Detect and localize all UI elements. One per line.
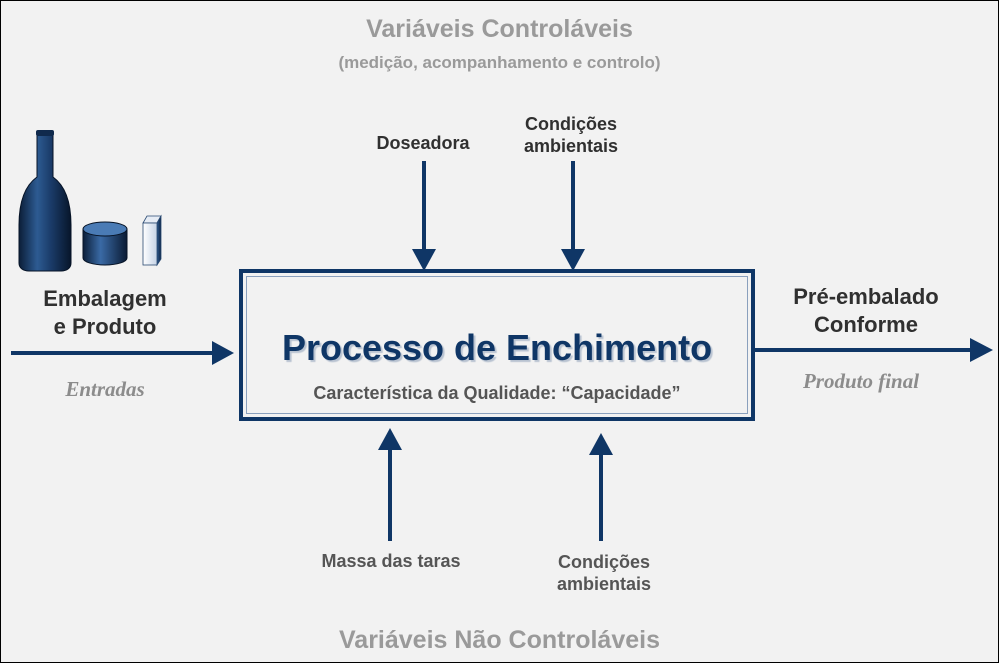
uncontrollable-environment-line2: ambientais <box>556 574 652 594</box>
output-arrow <box>755 338 993 362</box>
controllable-environment-label: Condições ambientais <box>501 113 641 157</box>
tare-mass-arrow <box>378 428 402 541</box>
controllable-variables-subtitle: (medição, acompanhamento e controlo) <box>338 53 661 72</box>
process-subtitle: Característica da Qualidade: “Capacidade… <box>313 383 681 403</box>
uncontrollable-environment-arrow <box>589 433 613 541</box>
uncontrollable-variables-title: Variáveis Não Controláveis <box>339 626 660 654</box>
output-caption: Produto final <box>802 369 920 393</box>
controllable-environment-line2: ambientais <box>523 136 619 156</box>
uncontrollable-environment-line1: Condições <box>557 552 650 572</box>
inputs-line1: Embalagem <box>43 286 167 311</box>
controllable-environment-line1: Condições <box>524 114 617 134</box>
box-icon <box>142 214 162 267</box>
controllable-variables-title: Variáveis Controláveis <box>366 15 633 43</box>
output-line2: Conforme <box>814 312 918 337</box>
input-arrow <box>11 341 234 365</box>
output-line1: Pré-embalado <box>793 284 939 309</box>
controllable-environment-arrow <box>561 161 585 271</box>
inputs-caption: Entradas <box>65 377 145 401</box>
dispenser-arrow <box>412 161 436 271</box>
process-title: Processo de Enchimento <box>281 327 713 368</box>
uncontrollable-environment-label: Condições ambientais <box>534 551 674 595</box>
bottle-icon <box>18 130 72 272</box>
output-label: Pré-embalado Conforme <box>766 283 966 339</box>
inputs-line2: e Produto <box>53 314 157 339</box>
jar-icon <box>82 221 128 266</box>
tare-mass-label: Massa das taras <box>321 551 461 571</box>
process-box <box>239 269 755 421</box>
dispenser-label: Doseadora <box>376 133 470 153</box>
inputs-label: Embalagem e Produto <box>15 285 195 341</box>
